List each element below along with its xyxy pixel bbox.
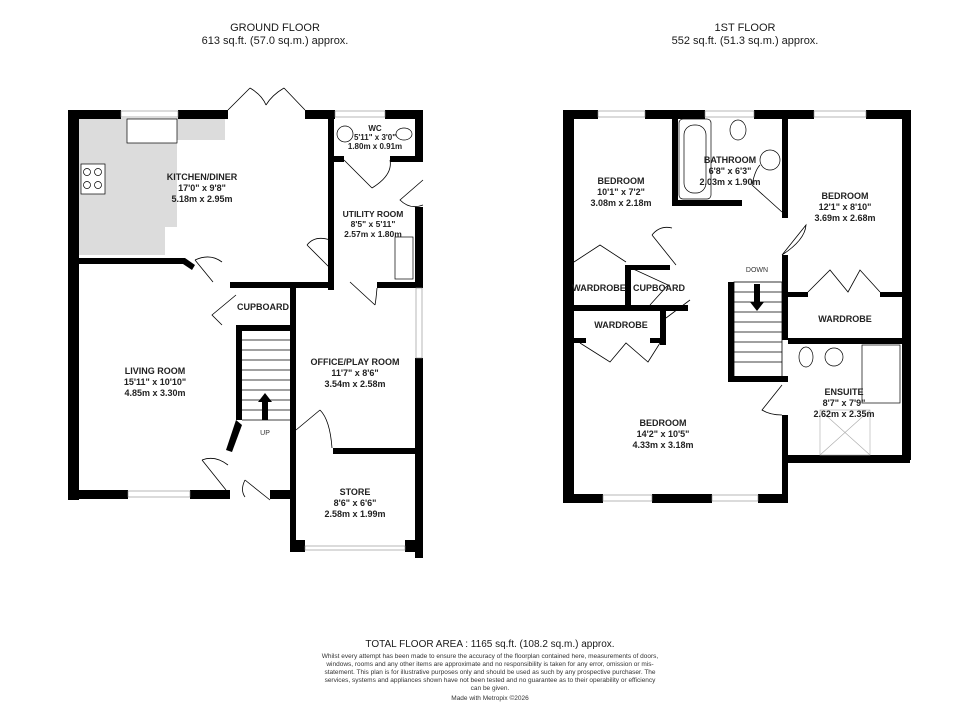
stairs-up-label: UP <box>260 430 270 437</box>
room-wardrobe-2: WARDROBE <box>594 320 648 330</box>
room-living: LIVING ROOM 15'11" x 10'10" 4.85m x 3.30… <box>123 366 187 398</box>
ground-floor-plan <box>68 87 424 558</box>
room-ensuite: ENSUITE 8'7" x 7'9" 2.62m x 2.35m <box>813 387 875 419</box>
ground-walls <box>68 110 423 558</box>
first-windows <box>597 110 867 502</box>
room-bathroom: BATHROOM 6'8" x 6'3" 2.03m x 1.90m <box>699 155 761 187</box>
room-cupboard-first: CUPBOARD <box>632 283 686 293</box>
room-bedroom-3: BEDROOM 12'1" x 8'10" 3.69m x 2.68m <box>814 191 876 223</box>
stairs-down-arrow-icon <box>750 284 764 311</box>
room-wardrobe-1: WARDROBE <box>572 283 626 293</box>
first-floor-plan <box>563 110 911 503</box>
first-walls <box>563 110 911 503</box>
ground-floor-header: GROUND FLOOR 613 sq.ft. (57.0 sq.m.) app… <box>150 22 400 48</box>
wc-basin-icon <box>336 125 354 143</box>
room-cupboard-ground: CUPBOARD <box>236 302 290 312</box>
room-wardrobe-3: WARDROBE <box>818 314 872 324</box>
ground-doors <box>194 87 424 501</box>
bathroom-basin-icon <box>759 149 781 171</box>
credit: Made with Metropix ©2026 <box>451 695 529 702</box>
first-stairs <box>733 281 783 379</box>
ensuite-basin-icon <box>824 347 844 367</box>
utility-sink-icon <box>394 236 414 280</box>
room-bedroom-2: BEDROOM 10'1" x 7'2" 3.08m x 2.18m <box>590 176 652 208</box>
wc-toilet-icon <box>395 127 413 141</box>
ensuite-hatch <box>819 409 871 456</box>
shower-icon <box>861 344 901 404</box>
room-master-bedroom: BEDROOM 14'2" x 10'5" 4.33m x 3.18m <box>632 418 694 450</box>
ground-floor-title: GROUND FLOOR <box>230 22 320 34</box>
first-doors <box>573 164 881 416</box>
stairs-up-arrow-icon <box>258 393 272 420</box>
hob-icon <box>80 163 106 195</box>
ground-floor-area: 613 sq.ft. (57.0 sq.m.) approx. <box>201 35 349 47</box>
disclaimer: Whilst every attempt has been made to en… <box>321 653 659 692</box>
first-floor-title: 1ST FLOOR <box>714 22 776 34</box>
first-floor-area: 552 sq.ft. (51.3 sq.m.) approx. <box>671 35 819 47</box>
room-store: STORE 8'6" x 6'6" 2.58m x 1.99m <box>324 487 386 519</box>
room-office-play: OFFICE/PLAY ROOM 11'7" x 8'6" 3.54m x 2.… <box>310 357 400 389</box>
bathroom-toilet-icon <box>729 119 747 141</box>
room-wc: WC 5'11" x 3'0" 1.80m x 0.91m <box>347 124 403 151</box>
kitchen-units <box>79 118 225 255</box>
ensuite-toilet-icon <box>798 346 814 368</box>
kitchen-fixtures <box>80 118 414 280</box>
room-utility: UTILITY ROOM 8'5" x 5'11" 2.57m x 1.80m <box>342 209 404 239</box>
kitchen-sink-icon <box>126 118 178 144</box>
first-floor-header: 1ST FLOOR 552 sq.ft. (51.3 sq.m.) approx… <box>620 22 870 48</box>
footer: TOTAL FLOOR AREA : 1165 sq.ft. (108.2 sq… <box>320 638 660 703</box>
ground-windows <box>120 110 423 551</box>
room-kitchen-diner: KITCHEN/DINER 17'0" x 9'8" 5.18m x 2.95m <box>166 172 238 204</box>
total-floor-area: TOTAL FLOOR AREA : 1165 sq.ft. (108.2 sq… <box>365 639 615 650</box>
stairs-down-label: DOWN <box>745 267 769 274</box>
bathroom-fixtures <box>678 118 901 404</box>
